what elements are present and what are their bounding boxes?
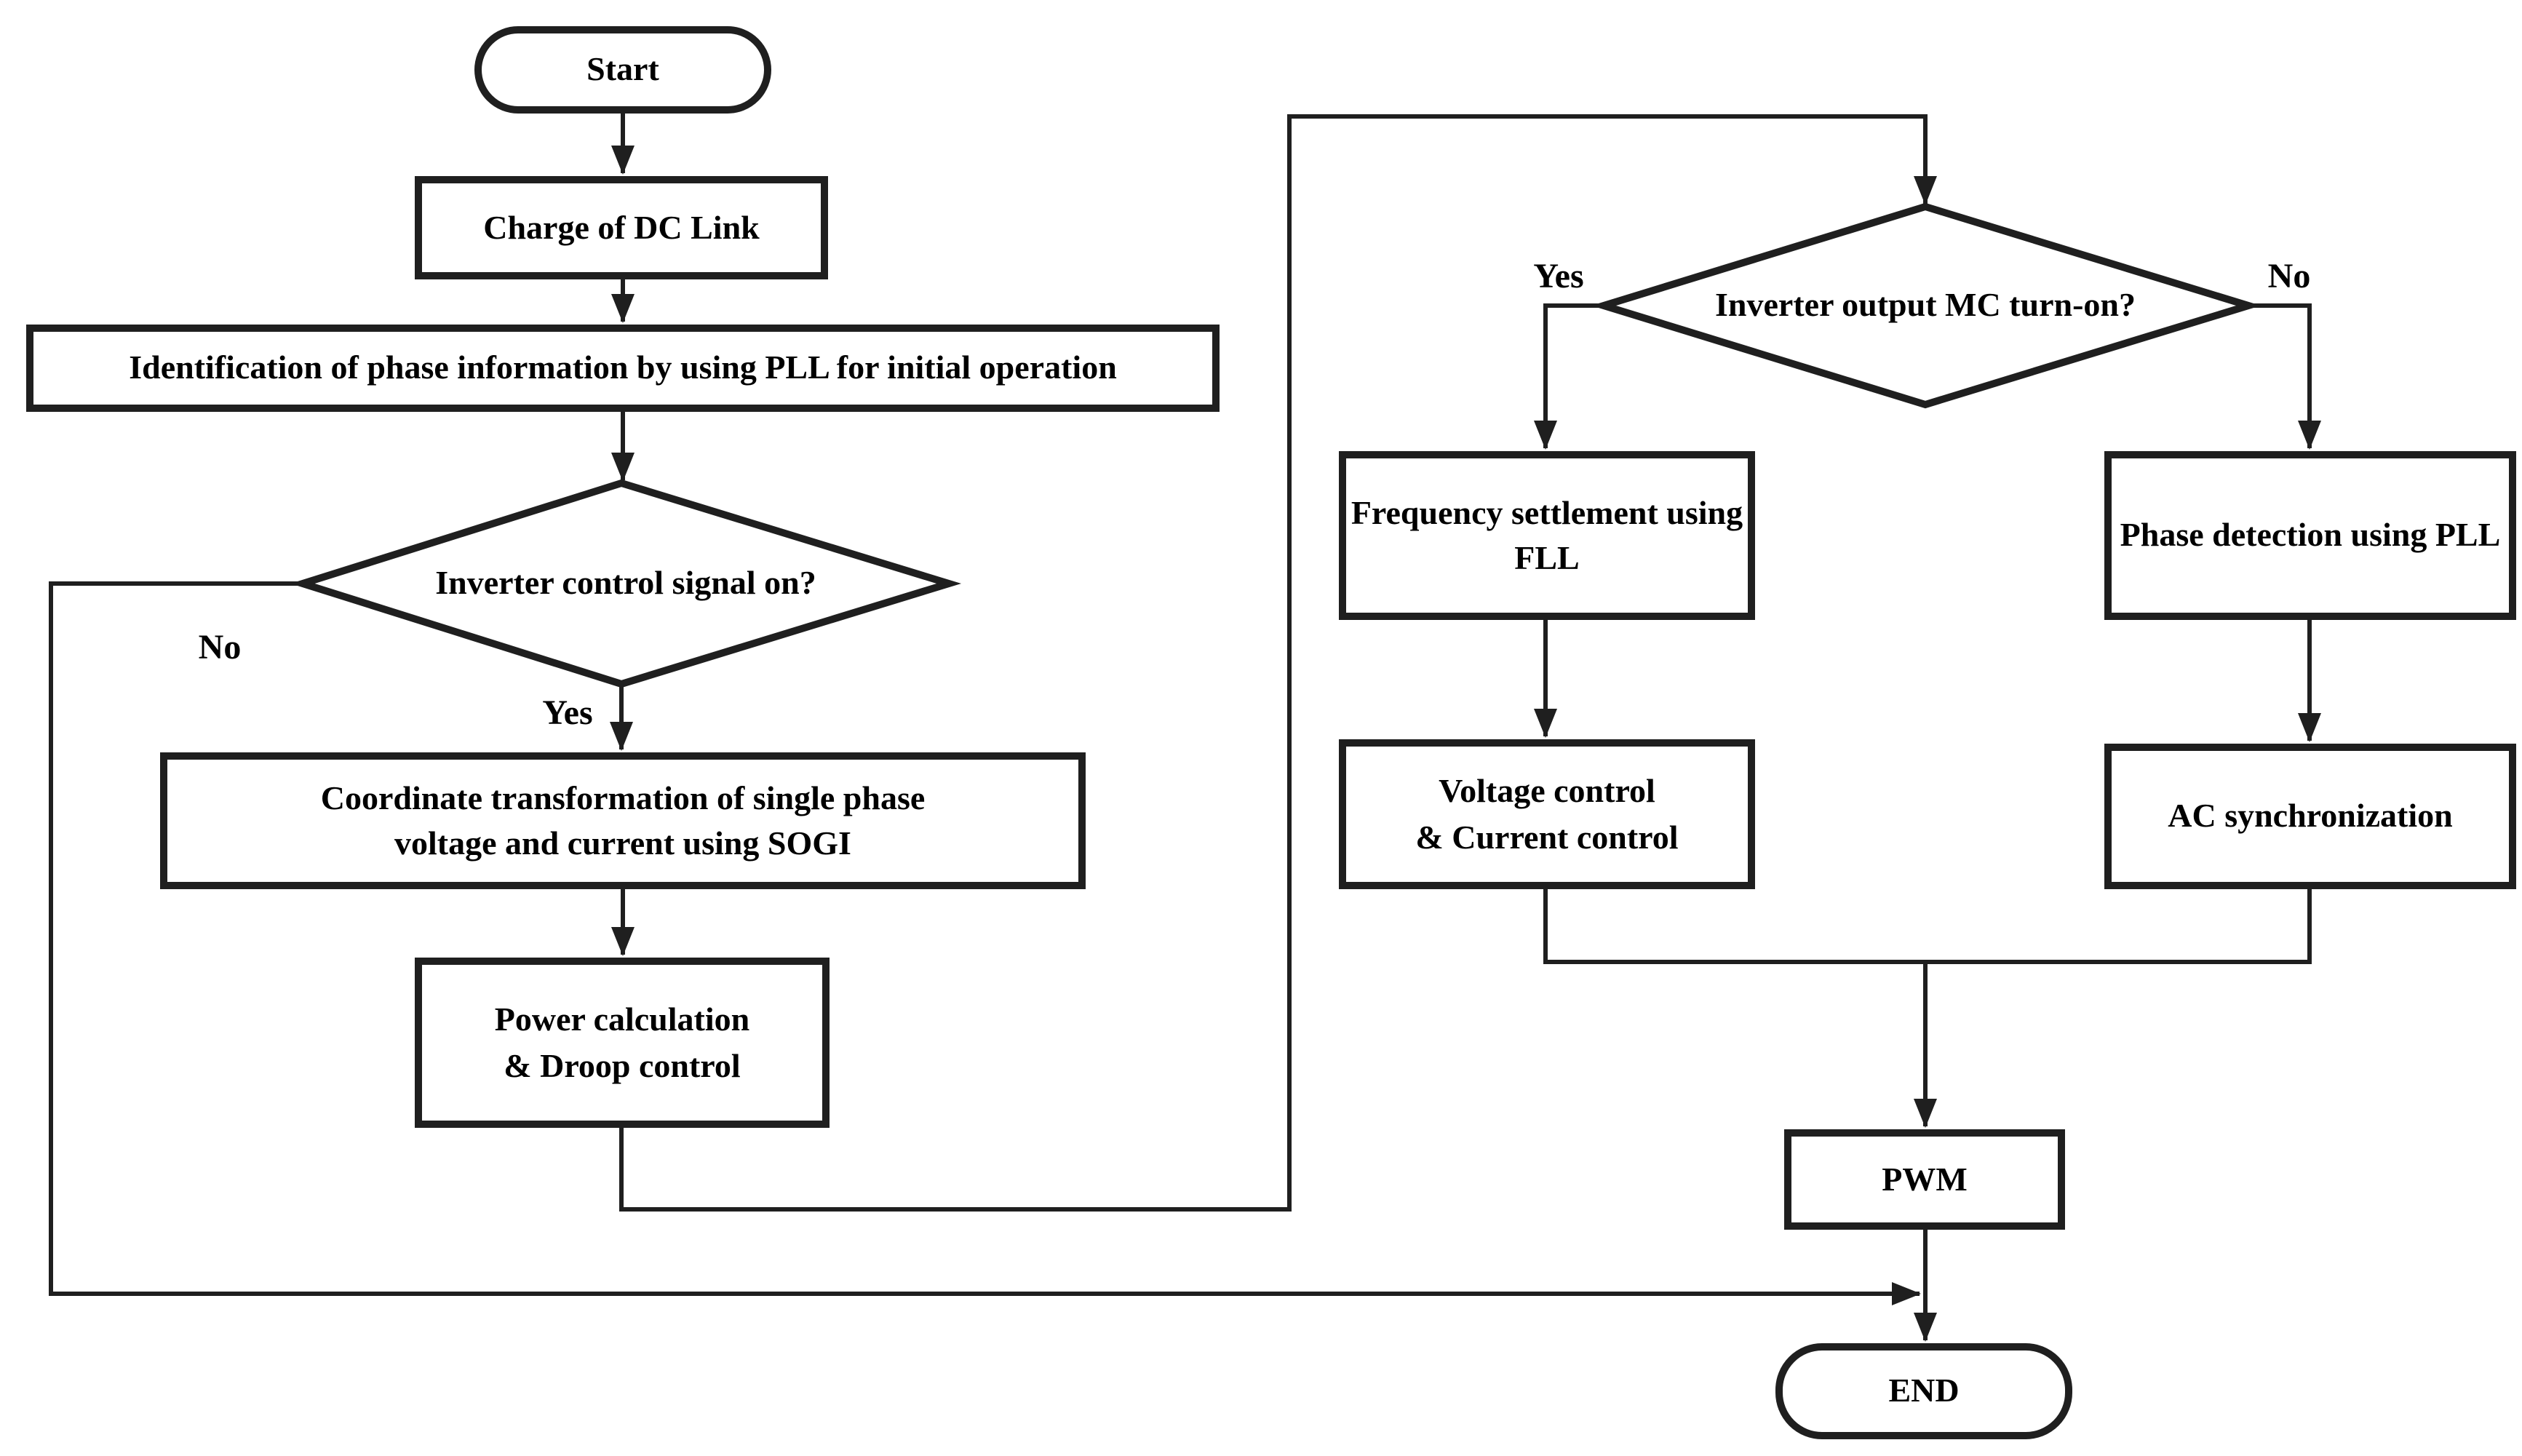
node-inverter-output-mc-label: Inverter output MC turn-on? bbox=[1715, 287, 2136, 323]
edge-merge-bracket bbox=[1543, 889, 2312, 964]
node-frequency-settlement-line2: FLL bbox=[1514, 540, 1580, 576]
decision-inverter-control-diamond bbox=[290, 479, 962, 688]
node-power-calculation-line2: & Droop control bbox=[504, 1047, 741, 1083]
node-ac-synchronization: AC synchronization bbox=[2104, 744, 2516, 889]
node-start: Start bbox=[474, 26, 771, 114]
label-inverter-control-no: No bbox=[198, 629, 242, 667]
node-voltage-current-control-line1: Voltage control bbox=[1439, 773, 1655, 810]
edge-decision1-no-to-end-merge bbox=[49, 581, 1921, 1305]
node-voltage-current-control-line2: & Current control bbox=[1415, 819, 1679, 855]
node-power-calculation: Power calculation & Droop control bbox=[415, 958, 830, 1128]
node-frequency-settlement: Frequency settlement using FLL bbox=[1339, 451, 1755, 620]
node-ac-synchronization-label: AC synchronization bbox=[2168, 797, 2453, 835]
node-frequency-settlement-line1: Frequency settlement using bbox=[1350, 494, 1743, 531]
node-voltage-current-control: Voltage control & Current control bbox=[1339, 739, 1755, 889]
node-coordinate-transformation: Coordinate transformation of single phas… bbox=[160, 752, 1086, 889]
node-charge-dc-link-label: Charge of DC Link bbox=[483, 209, 760, 246]
node-end-label: END bbox=[1888, 1372, 1960, 1409]
decision-inverter-output-diamond bbox=[1591, 202, 2262, 409]
node-phase-detection: Phase detection using PLL bbox=[2104, 451, 2516, 620]
label-inverter-control-yes: Yes bbox=[542, 695, 593, 733]
edge-power-loop-to-decision2 bbox=[619, 114, 1937, 1212]
node-identify-phase-label: Identification of phase information by u… bbox=[129, 349, 1117, 386]
node-coordinate-transformation-line2: voltage and current using SOGI bbox=[394, 825, 851, 862]
node-coordinate-transformation-line1: Coordinate transformation of single phas… bbox=[320, 779, 926, 816]
node-end: END bbox=[1775, 1343, 2072, 1439]
node-charge-dc-link: Charge of DC Link bbox=[415, 176, 828, 279]
edge-decision2-yes-to-frequency bbox=[1534, 303, 1604, 450]
label-inverter-output-yes: Yes bbox=[1533, 258, 1584, 296]
node-power-calculation-line1: Power calculation bbox=[494, 1001, 750, 1038]
node-inverter-control-signal-label: Inverter control signal on? bbox=[435, 565, 816, 601]
node-pwm-label: PWM bbox=[1882, 1161, 1968, 1198]
node-phase-detection-label: Phase detection using PLL bbox=[2120, 517, 2501, 554]
label-inverter-output-no: No bbox=[2267, 258, 2311, 296]
node-pwm: PWM bbox=[1784, 1129, 2065, 1230]
node-start-label: Start bbox=[586, 51, 659, 88]
edge-decision2-no-to-phase bbox=[2248, 303, 2321, 450]
node-identify-phase: Identification of phase information by u… bbox=[26, 325, 1220, 412]
